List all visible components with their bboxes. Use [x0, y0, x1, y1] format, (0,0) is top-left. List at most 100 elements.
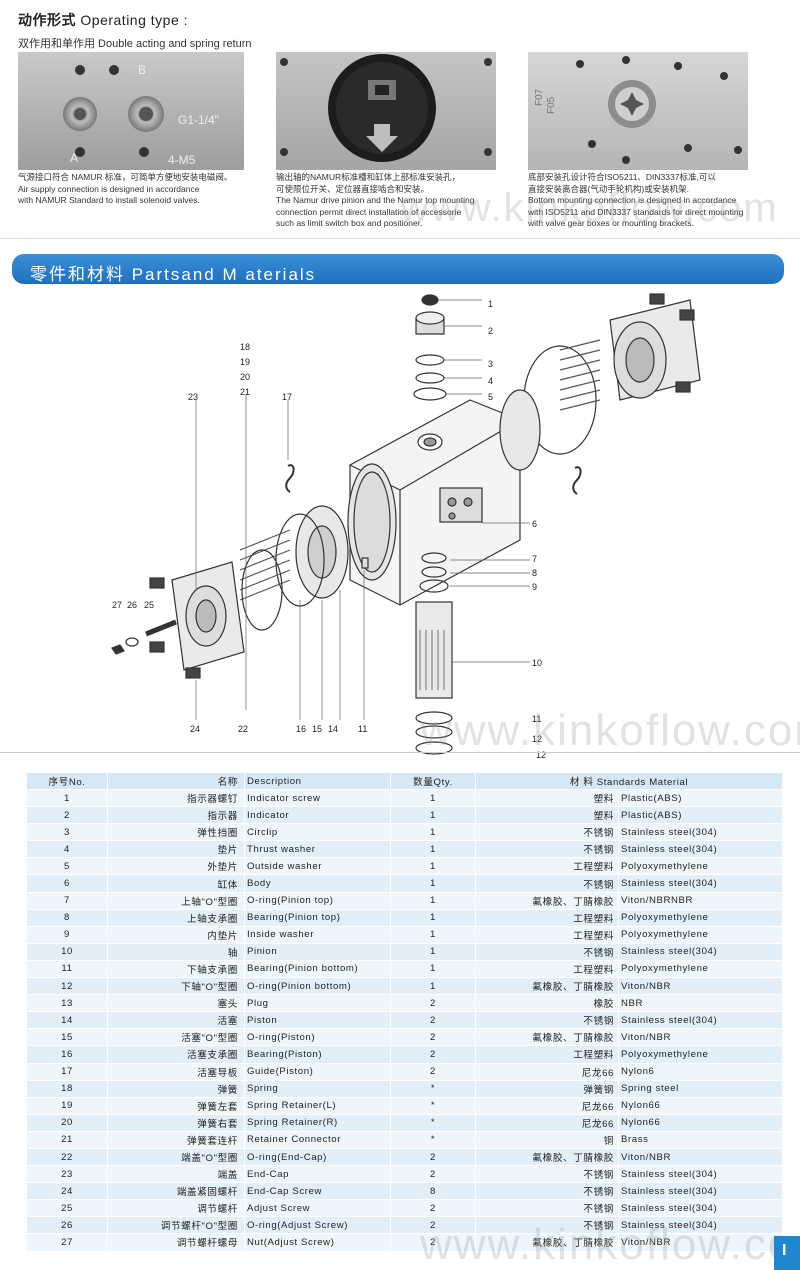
cell-material-cn: 不锈钢	[475, 874, 619, 893]
cell-material-en: Polyoxymethylene	[618, 959, 783, 979]
flange-label-f07: F07	[534, 88, 545, 106]
cell-material-en: Stainless steel(304)	[618, 874, 783, 893]
cell-qty: 2	[390, 1045, 476, 1064]
photo-bottom-mounting: F07 F05	[528, 52, 748, 170]
cell-material-en: Stainless steel(304)	[618, 840, 783, 859]
cell-desc-en: Spring	[244, 1079, 391, 1098]
caption-en-line: connection permit direct installation of…	[276, 206, 462, 217]
cell-desc-en: Piston	[244, 1011, 391, 1030]
callout-16: 16	[296, 724, 306, 734]
cell-desc-cn: 弹簧右套	[107, 1113, 245, 1132]
callout-12b: 12	[536, 750, 546, 760]
cell-desc-cn: 外垫片	[107, 857, 245, 876]
callout-6: 6	[532, 519, 537, 529]
cell-material-cn: 氟橡胶、丁腈橡胶	[475, 977, 619, 996]
header-desc-cn: 名称	[107, 772, 245, 790]
cell-material-en: Nylon6	[618, 1062, 783, 1081]
cell-material-en: Plastic(ABS)	[618, 806, 783, 825]
cell-no: 18	[26, 1079, 108, 1098]
cell-material-en: Viton/NBR	[618, 1233, 783, 1252]
cell-desc-cn: 活塞支承圈	[107, 1045, 245, 1064]
callout-15: 15	[312, 724, 322, 734]
cell-desc-en: O-ring(End-Cap)	[244, 1147, 391, 1167]
cell-desc-cn: 端盖"O"型圈	[107, 1147, 245, 1167]
cell-no: 23	[26, 1165, 108, 1184]
caption-cn: 直接安装离合器(气动手轮机构)或安装机架.	[528, 183, 690, 194]
cell-qty: *	[390, 1113, 476, 1132]
cell-qty: 2	[390, 1216, 476, 1235]
cell-no: 21	[26, 1130, 108, 1149]
cell-desc-en: Spring Retainer(L)	[244, 1096, 391, 1115]
cell-no: 19	[26, 1096, 108, 1115]
callout-7: 7	[532, 554, 537, 564]
cell-desc-en: End-Cap Screw	[244, 1182, 391, 1201]
header-desc-en: Description	[244, 772, 391, 790]
caption-cn: 底部安装孔设计符合ISO5211、DIN3337标准,可以	[528, 172, 716, 182]
cell-material-en: Brass	[618, 1130, 783, 1149]
cell-qty: 8	[390, 1182, 476, 1201]
cell-no: 26	[26, 1216, 108, 1235]
cell-desc-en: Circlip	[244, 823, 391, 842]
callout-11b: 11	[358, 724, 367, 734]
cell-no: 10	[26, 942, 108, 961]
page-corner-tab: I	[774, 1236, 800, 1270]
cell-desc-cn: 调节螺杆螺母	[107, 1233, 245, 1252]
caption-cn: 气源接口符合 NAMUR 标准，可简单方便地安装电磁阀。	[18, 172, 233, 182]
callout-2: 2	[488, 326, 493, 336]
cell-material-cn: 不锈钢	[475, 1216, 619, 1235]
cell-desc-cn: 下轴"O"型圈	[107, 977, 245, 996]
operating-type-subtitle: 双作用和单作用 Double acting and spring return	[18, 38, 252, 50]
cell-material-en: Polyoxymethylene	[618, 925, 783, 944]
cell-material-cn: 氟橡胶、丁腈橡胶	[475, 1233, 619, 1252]
cell-material-en: Stainless steel(304)	[618, 1216, 783, 1235]
callout-26: 26	[127, 600, 137, 610]
cell-desc-cn: 活塞导板	[107, 1062, 245, 1081]
cell-material-cn: 工程塑料	[475, 908, 619, 927]
cell-qty: 2	[390, 1011, 476, 1030]
cell-qty: *	[390, 1130, 476, 1149]
cell-desc-cn: 垫片	[107, 840, 245, 859]
cell-no: 3	[26, 823, 108, 842]
cell-no: 6	[26, 874, 108, 893]
cell-qty: 1	[390, 823, 476, 842]
cell-desc-en: O-ring(Pinion bottom)	[244, 977, 391, 996]
cell-desc-en: O-ring(Piston)	[244, 1028, 391, 1047]
cell-desc-en: Bearing(Pinion bottom)	[244, 959, 391, 979]
cell-desc-cn: 弹簧	[107, 1079, 245, 1098]
cell-material-en: Viton/NBR	[618, 977, 783, 996]
caption-en-line: The Namur drive pinion and the Namur top…	[276, 195, 475, 205]
cell-no: 25	[26, 1199, 108, 1218]
cell-no: 12	[26, 977, 108, 996]
cell-desc-en: Plug	[244, 994, 391, 1013]
callout-5: 5	[488, 392, 493, 402]
cell-no: 14	[26, 1011, 108, 1030]
cell-desc-en: Adjust Screw	[244, 1199, 391, 1218]
callout-1: 1	[488, 299, 493, 309]
cell-no: 15	[26, 1028, 108, 1047]
cell-qty: 1	[390, 925, 476, 944]
caption-en-line: Air supply connection is designed in acc…	[18, 183, 200, 194]
cell-no: 16	[26, 1045, 108, 1064]
cell-qty: *	[390, 1079, 476, 1098]
cell-qty: 2	[390, 994, 476, 1013]
cell-material-cn: 氟橡胶、丁腈橡胶	[475, 1147, 619, 1167]
cell-no: 20	[26, 1113, 108, 1132]
cell-no: 17	[26, 1062, 108, 1081]
caption-en-line: such as limit switch box and positioner.	[276, 218, 423, 228]
cell-desc-cn: 弹簧套连杆	[107, 1130, 245, 1149]
cell-material-en: Spring steel	[618, 1079, 783, 1098]
callout-23: 23	[188, 392, 198, 402]
cell-material-cn: 塑料	[475, 788, 619, 808]
cell-qty: 1	[390, 874, 476, 893]
arrow-icon	[366, 124, 398, 152]
cell-material-cn: 工程塑料	[475, 857, 619, 876]
header-qty: 数量Qty.	[390, 772, 476, 790]
cell-material-en: Stainless steel(304)	[618, 1199, 783, 1218]
cell-qty: 1	[390, 806, 476, 825]
